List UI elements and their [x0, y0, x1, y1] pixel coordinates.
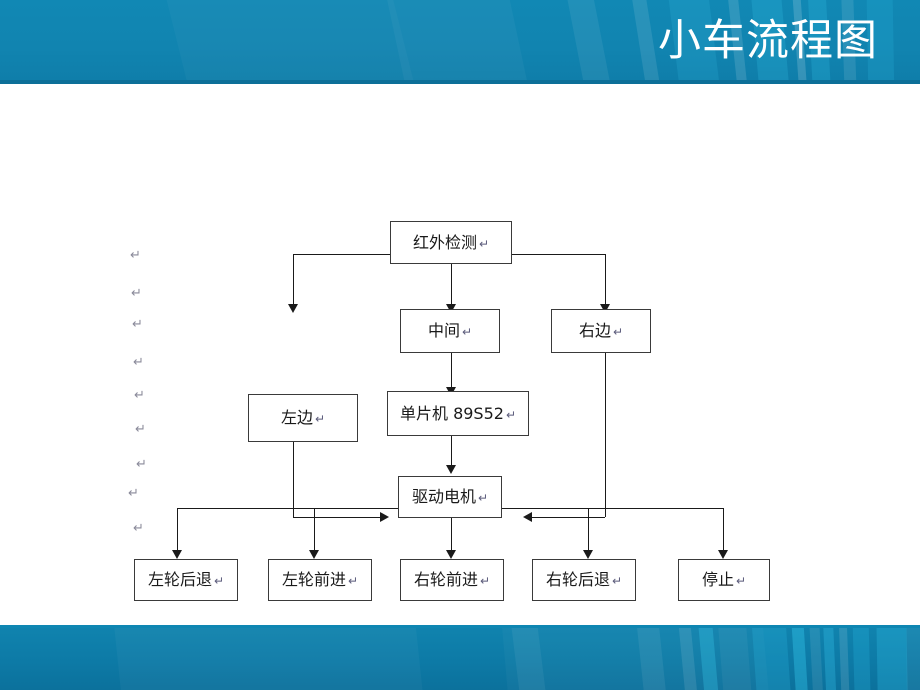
branch-left-drop: [293, 254, 294, 306]
header-ray-1: [560, 0, 624, 80]
return-mark: ↵: [479, 574, 491, 588]
return-mark: ↵: [461, 325, 473, 339]
footer-ray-1: [113, 628, 428, 690]
footer-ray-8: [750, 628, 796, 690]
node-label: 单片机 89S52: [399, 403, 504, 423]
footer-ray-2: [500, 628, 773, 690]
paragraph-mark: ↵: [133, 521, 144, 536]
footer-ray-14: [876, 628, 909, 690]
footer-ray-6: [696, 628, 724, 690]
arrow-left-to-mcu: [380, 512, 389, 522]
node-left-wheel-forward[interactable]: 左轮前进↵: [268, 559, 372, 601]
paragraph-mark: ↵: [135, 422, 146, 437]
arrow-to-left-wheel-forward: [309, 550, 319, 559]
footer-ray-10: [808, 628, 827, 690]
footer-ray-3: [508, 628, 554, 690]
footer-ray-4: [634, 628, 673, 690]
footer-ray-11: [822, 628, 839, 690]
node-middle-sensor[interactable]: 中间↵: [400, 309, 500, 353]
arrow-to-right-sensor: [600, 304, 610, 313]
paragraph-mark: ↵: [132, 317, 143, 332]
paragraph-mark: ↵: [128, 486, 139, 501]
right-to-mcu-run: [529, 517, 605, 518]
arrow-to-left-sensor: [288, 304, 298, 313]
return-mark: ↵: [505, 407, 517, 422]
header-ray-11: [381, 0, 541, 80]
return-mark: ↵: [213, 574, 225, 588]
node-label: 驱动电机: [411, 487, 476, 506]
node-right-sensor[interactable]: 右边↵: [551, 309, 651, 353]
arrow-right-to-mcu: [523, 512, 532, 522]
arrow-to-right-wheel-reverse: [583, 550, 593, 559]
arrow-to-stop: [718, 550, 728, 559]
paragraph-mark: ↵: [133, 355, 144, 370]
footer-ray-15: [906, 628, 920, 690]
node-right-wheel-forward[interactable]: 右轮前进↵: [400, 559, 504, 601]
return-mark: ↵: [478, 236, 490, 251]
return-mark: ↵: [314, 412, 326, 426]
mcu-to-motor-line: [451, 436, 452, 468]
branch-center-drop: [451, 264, 452, 306]
header-banner: 小车流程图: [0, 0, 920, 80]
footer-ray-5: [676, 628, 704, 690]
right-to-mcu-drop: [605, 353, 606, 517]
node-label: 右边: [578, 321, 611, 340]
fanout-drop-4: [588, 508, 589, 553]
return-mark: ↵: [735, 574, 747, 588]
node-label: 右轮后退: [545, 570, 610, 589]
footer-ray-7: [716, 628, 757, 690]
node-right-wheel-reverse[interactable]: 右轮后退↵: [532, 559, 636, 601]
return-mark: ↵: [612, 325, 624, 339]
header-ray-10: [163, 0, 425, 80]
return-mark: ↵: [347, 574, 359, 588]
arrow-to-middle-sensor: [446, 304, 456, 313]
return-mark: ↵: [611, 574, 623, 588]
arrow-to-left-wheel-reverse: [172, 550, 182, 559]
node-label: 右轮前进: [413, 570, 478, 589]
node-left-sensor[interactable]: 左边↵: [248, 394, 358, 442]
footer-divider: [0, 625, 920, 628]
paragraph-mark: ↵: [136, 457, 147, 472]
node-left-wheel-reverse[interactable]: 左轮后退↵: [134, 559, 238, 601]
arrow-mcu-to-motor: [446, 465, 456, 474]
node-label: 左轮前进: [281, 570, 346, 589]
left-to-mcu-drop: [293, 442, 294, 517]
footer-ray-9: [790, 628, 812, 690]
left-to-mcu-run: [293, 517, 383, 518]
node-label: 左轮后退: [147, 570, 212, 589]
node-label: 中间: [427, 321, 460, 340]
header-divider: [0, 80, 920, 84]
node-motor-driver[interactable]: 驱动电机↵: [398, 476, 502, 518]
footer-ray-13: [852, 628, 873, 690]
paragraph-mark: ↵: [134, 388, 145, 403]
flowchart: 红外检测↵ 左边↵ 中间↵ 右边↵: [0, 84, 920, 625]
fanout-drop-2: [314, 508, 315, 553]
middle-to-mcu-line: [451, 353, 452, 390]
footer-ray-12: [838, 628, 852, 690]
page-title: 小车流程图: [658, 16, 878, 66]
fanout-drop-5: [723, 508, 724, 553]
node-label: 停止: [701, 570, 734, 589]
arrow-to-right-wheel-forward: [446, 550, 456, 559]
fanout-drop-3: [451, 518, 452, 553]
return-mark: ↵: [477, 491, 489, 505]
node-label: 红外检测: [412, 232, 477, 252]
branch-right-drop: [605, 254, 606, 306]
paragraph-mark: ↵: [131, 286, 142, 301]
fanout-drop-1: [177, 508, 178, 553]
footer-banner: [0, 628, 920, 690]
paragraph-mark: ↵: [130, 248, 141, 263]
node-label: 左边: [280, 408, 313, 427]
node-stop[interactable]: 停止↵: [678, 559, 770, 601]
node-mcu[interactable]: 单片机 89S52↵: [387, 391, 529, 436]
node-infrared-detection[interactable]: 红外检测↵: [390, 221, 512, 264]
